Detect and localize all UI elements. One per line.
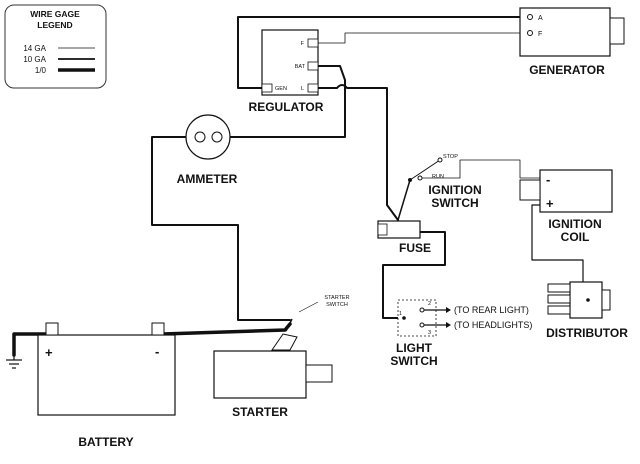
generator-terminal-f <box>527 30 533 36</box>
coil-minus: - <box>546 172 550 187</box>
legend-label-10ga: 10 GA <box>23 55 46 64</box>
light-switch: 1 2 3 (TO REAR LIGHT) (TO HEADLIGHTS) LI… <box>390 299 532 368</box>
ign-switch-stop: STOP <box>443 154 458 160</box>
battery-cable-to-starter <box>161 322 292 336</box>
ign-switch-label-1: IGNITION <box>428 183 481 197</box>
wires <box>12 16 584 357</box>
legend-label-14ga: 14 GA <box>23 44 46 53</box>
light-switch-label-2: SWITCH <box>390 354 437 368</box>
starter-label: STARTER <box>232 405 288 419</box>
starter-switch-label-2: SWITCH <box>326 302 348 308</box>
light-switch-to-head: (TO HEADLIGHTS) <box>454 320 532 330</box>
battery: + - BATTERY <box>6 322 176 449</box>
light-switch-label-1: LIGHT <box>396 341 433 355</box>
light-switch-to-rear: (TO REAR LIGHT) <box>454 305 529 315</box>
legend-label-1-0: 1/0 <box>35 66 47 75</box>
fuse-label: FUSE <box>399 241 431 255</box>
generator-term-f-label: F <box>538 31 542 38</box>
light-switch-pos1: 1 <box>399 311 402 317</box>
ign-switch-stop-lead <box>409 159 441 181</box>
battery-minus: - <box>155 344 159 359</box>
battery-plus: + <box>45 345 53 360</box>
generator-terminal-a <box>527 14 533 20</box>
regulator-term-l: L <box>301 86 304 92</box>
ground-icon <box>6 355 22 369</box>
fuse: FUSE <box>377 220 431 255</box>
ignition-switch: STOP RUN IGNITION SWITCH <box>408 154 482 210</box>
wire-gen-a-to-reg-gen <box>237 16 531 89</box>
starter: STARTER SWITCH STARTER <box>213 295 350 419</box>
ign-switch-lever <box>397 179 411 221</box>
wire-reg-bat-to-ammeter <box>229 65 346 138</box>
regulator-term-gen: GEN <box>275 86 287 92</box>
battery-ground-cable <box>12 332 48 357</box>
starter-switch <box>271 333 298 351</box>
generator-term-a-label: A <box>538 15 543 22</box>
ammeter-label: AMMETER <box>177 172 238 186</box>
wire-fuse-to-light-switch <box>382 231 446 319</box>
legend-title-1: WIRE GAGE <box>30 9 80 19</box>
regulator-label: REGULATOR <box>249 100 324 114</box>
light-switch-pos3: 3 <box>428 330 431 336</box>
legend-title-2: LEGEND <box>37 20 72 30</box>
ignition-coil: - + IGNITION COIL <box>519 169 613 244</box>
regulator-term-bat: BAT <box>295 64 306 70</box>
wire-ign-switch-to-coil <box>419 159 541 179</box>
wire-reg-l-to-fuse <box>317 84 399 221</box>
generator: A F GENERATOR <box>519 7 625 77</box>
regulator-term-f: F <box>301 41 305 47</box>
coil-label-1: IGNITION <box>548 217 601 231</box>
starter-switch-label-1: STARTER <box>324 295 349 301</box>
wire-gen-f-to-reg-f <box>317 32 531 44</box>
ign-switch-label-2: SWITCH <box>431 196 478 210</box>
coil-plus: + <box>546 196 554 211</box>
ign-switch-run: RUN <box>432 174 444 180</box>
battery-label: BATTERY <box>78 435 133 449</box>
coil-label-2: COIL <box>561 230 590 244</box>
wire-ammeter-to-starter-switch <box>151 136 291 321</box>
light-switch-pos2: 2 <box>428 301 431 307</box>
distributor: DISTRIBUTOR <box>546 281 628 340</box>
generator-label: GENERATOR <box>529 63 605 77</box>
wire-gage-legend: WIRE GAGE LEGEND 14 GA 10 GA 1/0 <box>4 4 107 89</box>
wire-coil-to-distributor <box>531 204 584 283</box>
ammeter: AMMETER <box>177 114 238 186</box>
distributor-label: DISTRIBUTOR <box>546 326 628 340</box>
regulator: F BAT GEN L REGULATOR <box>249 29 324 114</box>
